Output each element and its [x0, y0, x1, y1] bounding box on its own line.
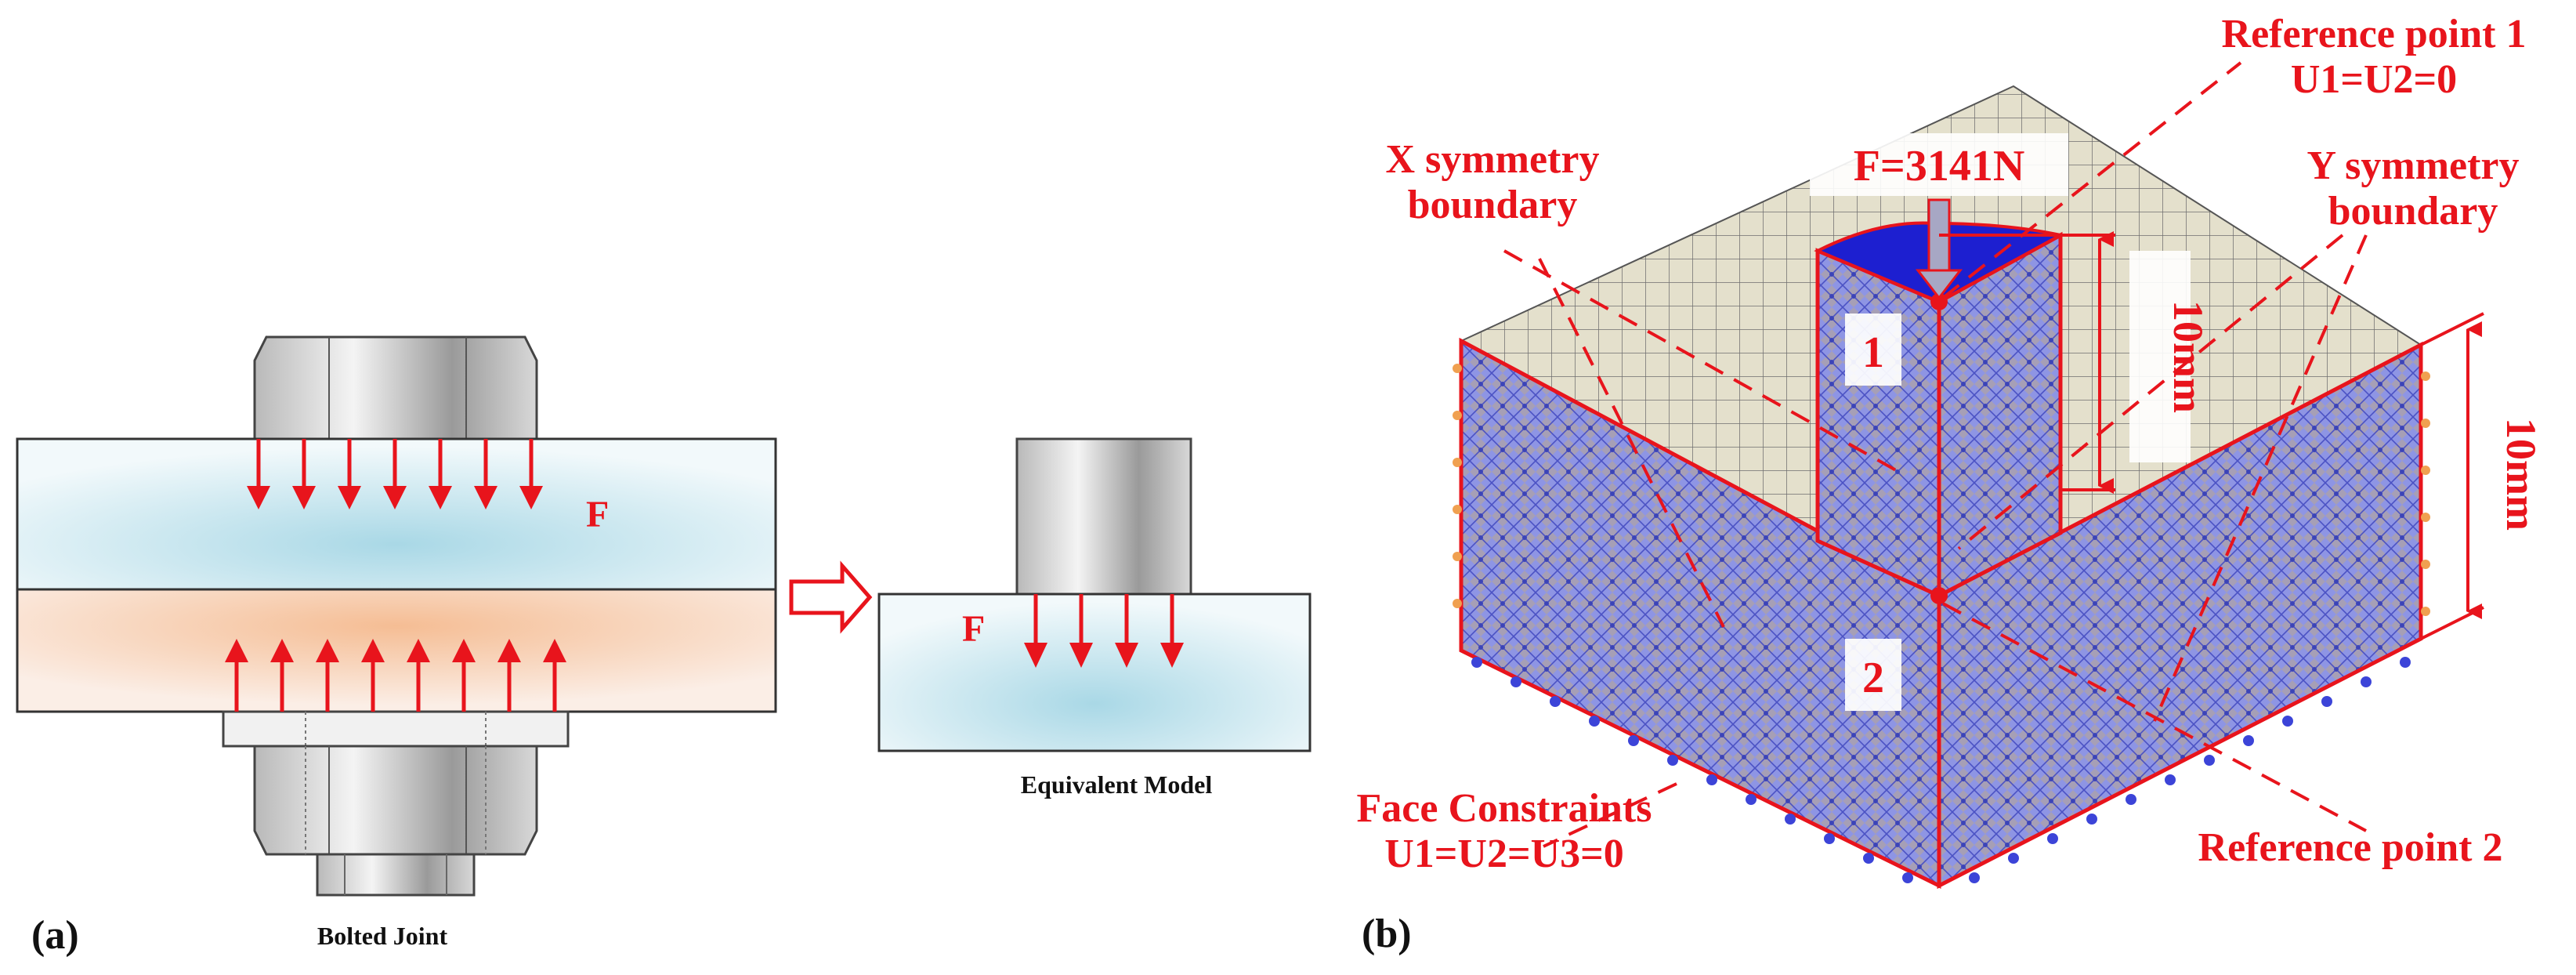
force-label-upper: F [586, 494, 609, 535]
dimension-outer-label: 10mm [2498, 418, 2545, 531]
bolt-column-left [1815, 248, 1941, 599]
clamping-force-arrows-up [225, 639, 566, 712]
lower-plate [16, 588, 777, 713]
part-1-label: 1 [1862, 328, 1884, 377]
dimension-inner: 10mm [1939, 231, 2212, 494]
part-2-label: 2 [1862, 654, 1884, 702]
force-label-background [1810, 133, 2068, 196]
bolted-joint-caption: Bolted Joint [317, 922, 448, 950]
x-symmetry-label-line1: X symmetry [1386, 137, 1600, 182]
boundary-constraint-markers [1471, 657, 2411, 883]
transition-arrow-icon [789, 560, 873, 634]
equivalent-model-caption: Equivalent Model [1021, 770, 1213, 799]
nut [253, 745, 538, 856]
reference-point-2-label: Reference point 2 [2198, 825, 2503, 870]
washer [222, 710, 570, 748]
bolt-head [253, 335, 538, 440]
y-symmetry-label-line1: Y symmetry [2307, 143, 2520, 188]
reference-point-1-label-line1: Reference point 1 [2222, 12, 2527, 56]
equivalent-model: F [877, 437, 1312, 752]
reference-point-1-label-line2: U1=U2=0 [2291, 57, 2457, 102]
force-label: F=3141N [1854, 142, 2025, 190]
face-constraints-label-line2: U1=U2=U3=0 [1384, 832, 1624, 876]
part-2-label-background [1845, 639, 1901, 711]
panel-b-label: (b) [1362, 912, 1412, 956]
panel-b: F=3141N 1 2 10mm 10mm [1357, 12, 2545, 956]
symmetry-constraint-markers [1453, 364, 2430, 616]
bolt-tip [316, 853, 476, 897]
y-symmetry-label-line2: boundary [2328, 189, 2498, 234]
dimension-inner-label: 10mm [2165, 300, 2212, 413]
dimension-outer: 10mm [2420, 312, 2545, 640]
face-constraints-label-line1: Face Constraints [1357, 786, 1652, 831]
force-label-model: F [962, 608, 985, 650]
part-1-label-background [1845, 314, 1901, 386]
leader-lines [1503, 61, 2368, 848]
panel-a: F Bolted Joint (a) F [16, 335, 1312, 958]
panel-a-label: (a) [31, 913, 79, 958]
reference-point-2 [1930, 587, 1948, 604]
applied-force-arrow [1915, 198, 1963, 300]
clamping-force-arrows-down [247, 439, 543, 509]
x-symmetry-label-line2: boundary [1408, 183, 1578, 227]
